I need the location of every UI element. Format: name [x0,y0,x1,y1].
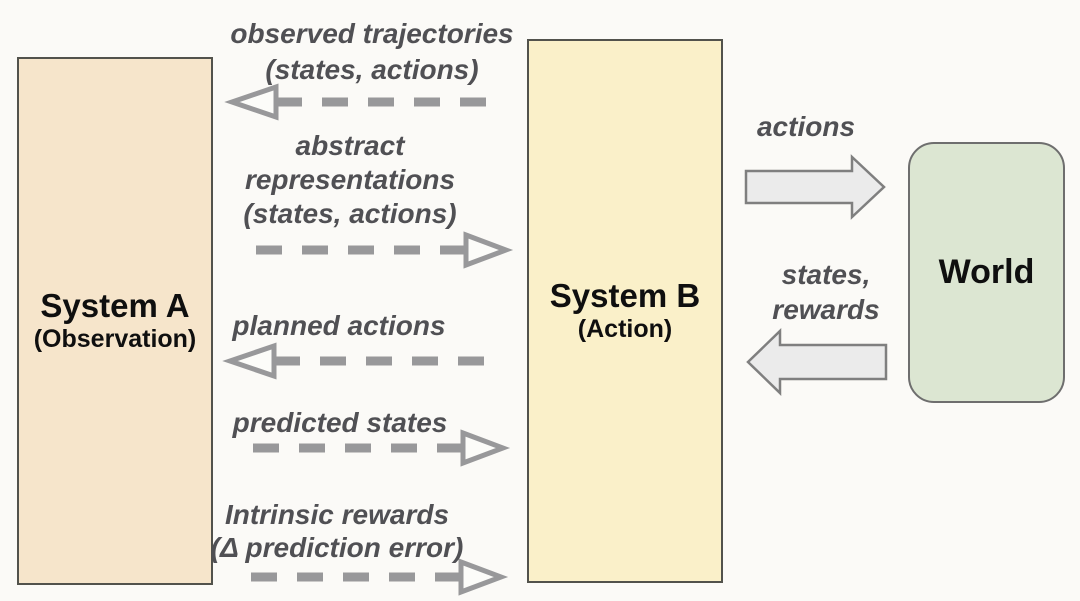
observed-trajectories-arrow [224,83,500,121]
system-a-box: System A (Observation) [17,57,213,585]
intrinsic-rewards-arrow [245,558,509,596]
label-line: (states, actions) [243,198,457,229]
label-line: representations [244,164,456,195]
planned-actions-arrow [222,342,497,380]
label-line: observed trajectories [230,18,514,49]
system-b-subtitle: (Action) [577,315,673,344]
system-a-title: System A [40,286,190,324]
label-line: Intrinsic rewards [224,499,450,530]
predicted-states-arrow [244,429,511,467]
label-line: (Δ prediction error) [210,532,464,563]
states-rewards-label: states, rewards [772,257,879,327]
system-b-box: System B (Action) [527,39,723,583]
system-b-title: System B [549,276,701,314]
world-box: World [908,142,1065,403]
abstract-representations-label: abstract representations (states, action… [243,129,456,231]
actions-label: actions [757,109,855,145]
intrinsic-rewards-label: Intrinsic rewards (Δ prediction error) [211,498,464,564]
label-line: predicted states [232,407,448,438]
abstract-representations-arrow [250,231,514,269]
label-line: planned actions [232,310,446,341]
actions-block-arrow [744,154,886,220]
predicted-states-label: predicted states [233,404,448,442]
label-line: rewards [772,294,880,325]
observed-trajectories-label: observed trajectories (states, actions) [230,16,513,88]
label-line: (states, actions) [265,54,479,85]
world-title: World [938,253,1035,292]
states-rewards-block-arrow [746,328,888,396]
label-line: actions [756,111,856,142]
label-line: states, [781,259,871,290]
planned-actions-label: planned actions [232,307,445,345]
label-line: abstract [295,130,405,161]
system-a-subtitle: (Observation) [33,325,197,354]
